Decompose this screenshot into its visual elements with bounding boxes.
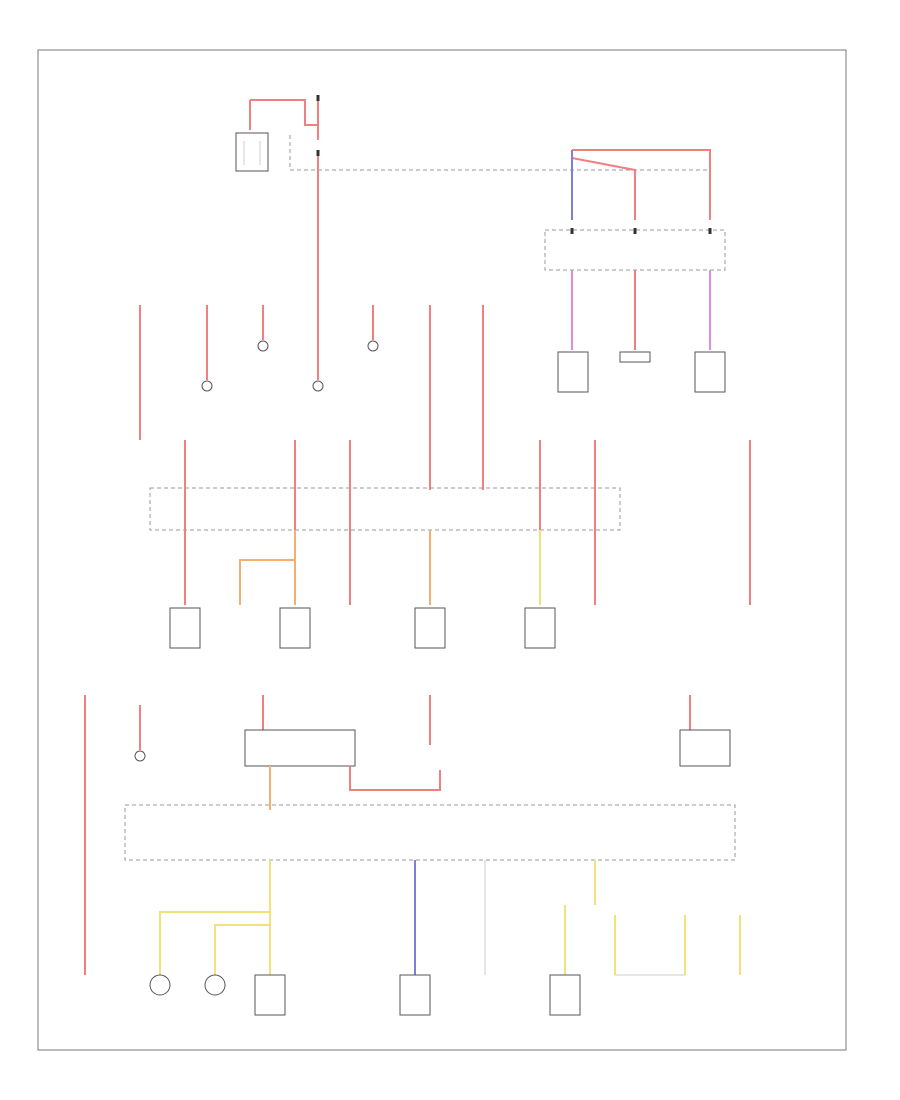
- top-connector: [250, 95, 320, 156]
- fuse-box-top: [544, 149, 726, 271]
- load-module-6: [414, 607, 446, 649]
- load-lamp-2: [204, 974, 226, 996]
- load-module-9: [399, 974, 431, 1016]
- grounding-stud: [235, 100, 269, 172]
- diagram-frame: [37, 49, 847, 1051]
- lower-feeds: [84, 695, 731, 975]
- load-lamp-1: [149, 974, 171, 996]
- load-module-1: [557, 351, 589, 393]
- fuse-box-bottom: [124, 804, 741, 980]
- load-module-10: [549, 974, 581, 1016]
- load-module-3: [694, 351, 726, 393]
- fuse-box-mid: [149, 440, 751, 605]
- upper-feeds: [139, 305, 484, 490]
- load-module-7: [524, 607, 556, 649]
- load-module-4: [169, 607, 201, 649]
- load-module-8: [254, 974, 286, 1016]
- load-module-5: [279, 607, 311, 649]
- load-module-2: [619, 351, 651, 363]
